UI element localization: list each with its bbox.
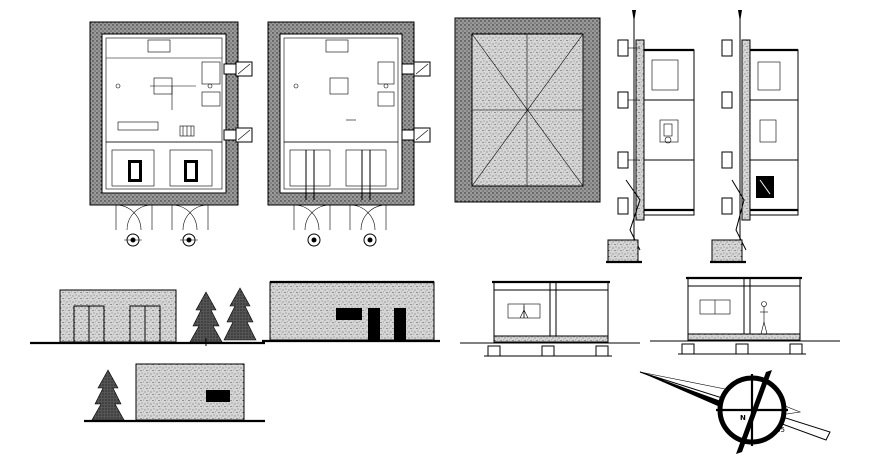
rear-elevation	[84, 363, 265, 423]
north-compass: N 65	[639, 370, 831, 454]
wall-vent-lower-2	[401, 127, 431, 143]
section-detail-2	[710, 10, 799, 264]
cross-section-1	[460, 280, 640, 357]
wall-vent-lower	[223, 127, 253, 143]
person-figure	[760, 301, 768, 335]
floor-plan-1	[89, 21, 253, 247]
tree-icon	[189, 291, 223, 346]
compass-bearing-label: 65	[776, 426, 785, 434]
floor-plan-2	[267, 21, 431, 247]
wall-vent-upper-2	[401, 61, 431, 77]
front-elevation	[30, 287, 265, 346]
wall-vent-upper	[223, 61, 253, 77]
roof-plan	[454, 17, 601, 203]
compass-north-letter: N	[740, 414, 746, 422]
section-detail-1	[606, 10, 695, 264]
tree-icon	[91, 369, 125, 421]
tree-icon	[223, 287, 257, 341]
cross-section-2	[650, 276, 840, 355]
side-elevation	[262, 280, 440, 343]
